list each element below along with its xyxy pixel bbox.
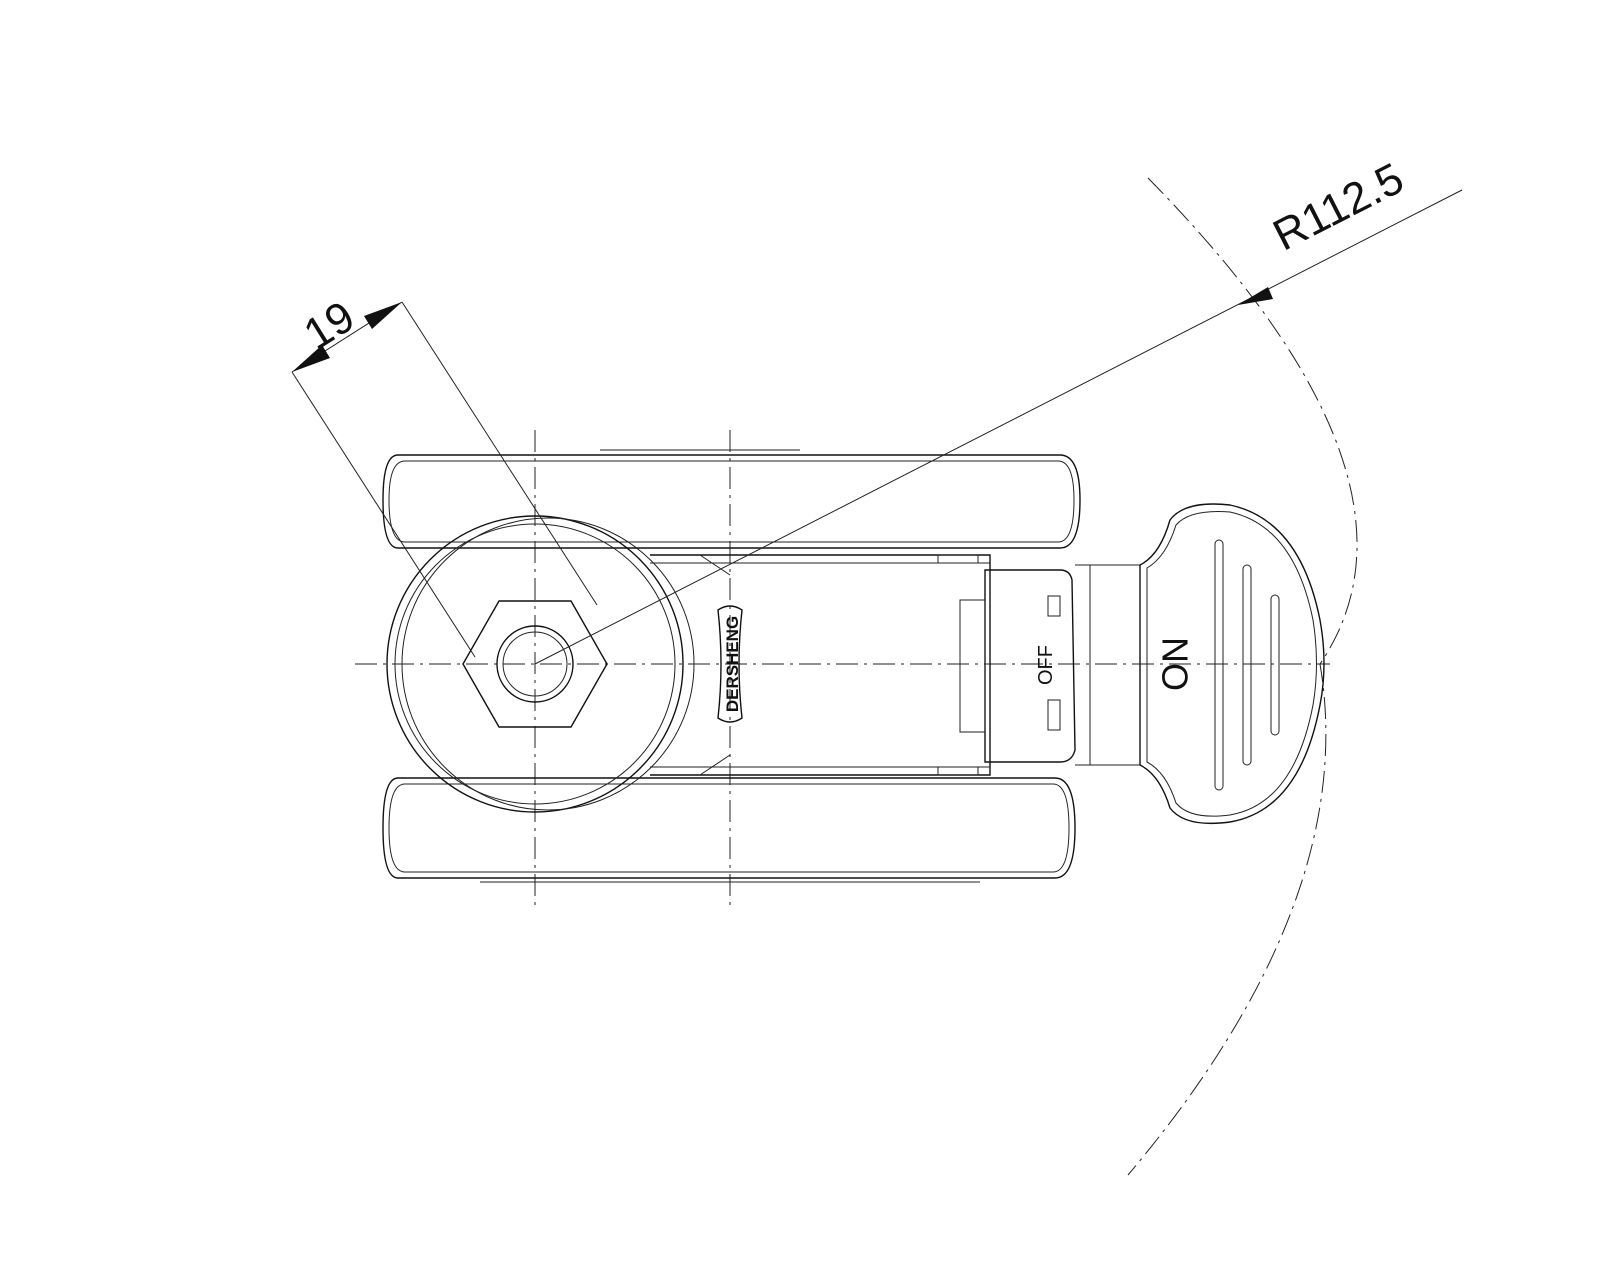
radius-dimension-text: R112.5 [1266,154,1412,261]
on-label: ON [1155,637,1196,691]
top-wheel [382,449,1081,549]
brand-badge: DERSHENG [717,605,743,723]
dimension-arrow-icon [1238,287,1273,305]
swivel-radius-arc [1127,177,1358,1176]
width-dimension-text: 19 [296,292,363,359]
fork-body [650,554,991,776]
bottom-wheel [382,777,1076,883]
radius-dimension: R112.5 [534,154,1463,665]
swivel-plate [386,515,695,813]
off-label: OFF [1035,645,1057,685]
brand-label: DERSHENG [723,616,742,712]
brake-pedal-icon: ON [1139,503,1325,825]
dimension-arrow-icon [292,345,330,372]
brake-housing [959,564,1140,766]
off-marking: OFF [1035,595,1061,731]
hex-nut-icon [462,600,608,728]
dimension-arrow-icon [364,302,402,329]
width-dimension: 19 [291,292,598,658]
